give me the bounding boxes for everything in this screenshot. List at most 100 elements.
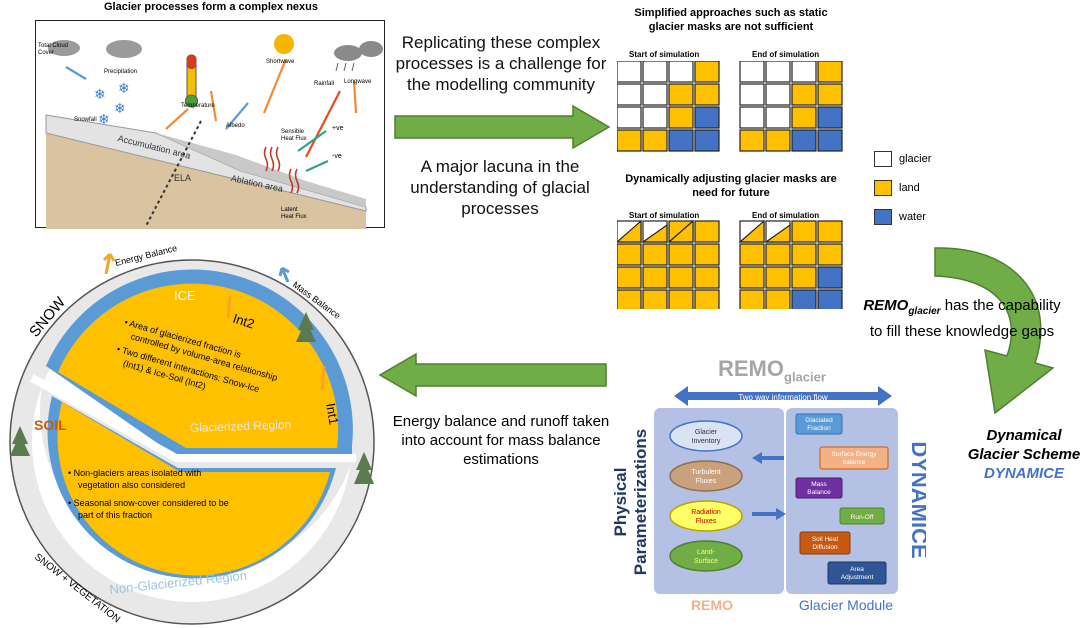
ela-line xyxy=(145,120,202,227)
curved-arrow-icon xyxy=(934,247,1055,415)
oval-label-fluxes: Fluxes xyxy=(696,478,717,485)
legend-swatch-water xyxy=(874,209,892,225)
static-grid-title: Simplified approaches such as static gla… xyxy=(634,7,828,33)
surface-energy-box xyxy=(819,446,889,470)
left-arrow-icon xyxy=(378,352,607,398)
glacier-module-label: Glacier Module xyxy=(799,597,893,613)
run-off-box xyxy=(839,507,885,525)
legend-swatch-glacier xyxy=(874,151,892,167)
land-surface-oval xyxy=(669,540,743,572)
mass-balance-box xyxy=(795,477,843,499)
static-end-label: End of simulation xyxy=(752,50,820,59)
glaciated-fraction-box xyxy=(795,413,843,435)
sun-icon xyxy=(274,34,294,54)
parameterizations-label: Parameterizations xyxy=(631,429,650,575)
inventory-arrow-icon xyxy=(752,452,784,464)
tree-icons xyxy=(10,312,374,484)
soil-bullets: • Non-glaciers areas isolated with veget… xyxy=(68,468,229,520)
box-label-runoff: Run-Off xyxy=(851,514,874,521)
static-end-grid xyxy=(739,61,843,152)
latent-heat-flux-label: Latent Heat Flux xyxy=(281,207,307,221)
cloud-icon xyxy=(106,40,142,58)
remo-capability-text: REMOglacier has the capability to fill t… xyxy=(862,296,1062,342)
total-cloud-cover-label: Total Cloud Cover xyxy=(38,43,68,57)
physical-label: Physical xyxy=(611,468,630,537)
svg-text:❄: ❄ xyxy=(118,80,130,96)
static-start-label: Start of simulation xyxy=(629,50,700,59)
temperature-label: Temperature xyxy=(181,103,215,109)
glacier-inventory-oval xyxy=(669,420,743,452)
fraction-circle-diagram: Energy Balance Mass Balance SNOW ICE Int… xyxy=(9,246,375,625)
cloud-icon xyxy=(48,40,80,56)
scheme-label: Dynamical Glacier Scheme DYNAMICE xyxy=(964,426,1084,483)
glacier-processes-illustration: ❄❄❄ ❄ xyxy=(45,34,383,229)
int1-label: Int1 xyxy=(323,402,342,426)
oval-label-turbulent: Turbulent xyxy=(691,469,720,476)
lacuna-text: A major lacuna in the understanding of g… xyxy=(410,157,590,218)
cloud-icon xyxy=(359,41,383,57)
dynamic-end-grid xyxy=(738,219,843,309)
box-label-soil-heat: Soil Heat xyxy=(812,536,839,543)
total-cloud-label-line1: Total Cloud xyxy=(38,43,69,49)
box-label-adjustment: Adjustment xyxy=(841,574,874,581)
dynamic-start-label: Start of simulation xyxy=(629,211,700,220)
box-label-glaciated: Glaciated xyxy=(805,417,833,424)
dynamic-end-label: End of simulation xyxy=(752,211,820,220)
box-label-fraction: Fraction xyxy=(807,425,831,432)
snowflake-icons: ❄❄❄ ❄ xyxy=(94,80,130,127)
soil-bullet-1-a: • Non-glaciers areas isolated with xyxy=(68,468,201,478)
remo-glacier-title: REMOglacier xyxy=(718,356,826,384)
region-divider xyxy=(30,374,356,462)
radiation-fluxes-oval xyxy=(669,500,743,532)
energy-runoff-text: Energy balance and runoff taken into acc… xyxy=(392,413,610,468)
box-label-mass-balance: Balance xyxy=(807,489,831,496)
plus-ve-label: +ve xyxy=(332,125,344,132)
right-arrow-icon xyxy=(394,104,611,150)
remo-bottom-label: REMO xyxy=(691,597,733,613)
arrow xyxy=(65,66,87,80)
box-label-surface: Surface Energy xyxy=(832,451,878,458)
glacier-processes-panel: ❄❄❄ ❄ xyxy=(35,1,385,229)
turbulent-fluxes-oval xyxy=(669,460,743,492)
int2-label: Int2 xyxy=(231,311,256,332)
mask-grids xyxy=(617,61,843,309)
ablation-layer xyxy=(156,133,366,207)
scheme-line1: Dynamical xyxy=(986,427,1062,444)
albedo-label: Albedo xyxy=(226,123,245,129)
static-start-grid xyxy=(617,61,720,152)
svg-text:❄: ❄ xyxy=(114,100,126,116)
remo-title-sub: glacier xyxy=(784,369,826,385)
total-cloud-label-line2: Cover xyxy=(38,50,55,56)
remo-caption-sub: glacier xyxy=(908,306,941,317)
oval-label-glacier: Glacier xyxy=(695,429,718,436)
oval-label-land: Land- xyxy=(697,549,716,556)
minus-ve-label: -ve xyxy=(332,153,342,160)
legend-item-glacier: glacier xyxy=(874,150,931,168)
dynamic-grid-title: Dynamically adjusting glacier masks are … xyxy=(625,173,837,199)
oval-label-radiation: Radiation xyxy=(691,509,721,516)
dynamic-start-grid xyxy=(617,219,720,309)
info-flow-label: Two way information flow xyxy=(738,393,828,402)
remo-caption-name: REMO xyxy=(863,297,909,314)
two-way-arrow-icon xyxy=(674,386,892,406)
replicating-text: Replicating these complex processes is a… xyxy=(395,33,607,94)
ela-label: ELA xyxy=(174,173,192,183)
dynamice-vertical-label: DYNAMICE xyxy=(907,441,926,558)
box-label-area: Area xyxy=(850,566,864,573)
legend-label-water: water xyxy=(899,211,926,223)
legend: glacier land water xyxy=(874,150,931,226)
soil-heat-box xyxy=(799,531,851,555)
oval-label-fluxes2: Fluxes xyxy=(696,518,717,525)
non-glacierized-region xyxy=(57,402,330,576)
legend-item-water: water xyxy=(874,208,931,226)
latent-line2: Heat Flux xyxy=(281,214,307,220)
cloud-icon xyxy=(334,45,362,61)
remo-title: REMO xyxy=(718,356,784,381)
latent-line1: Latent xyxy=(281,207,298,213)
soil-bullet-2-b: part of this fraction xyxy=(78,510,152,520)
glacierized-region-label: Glacierized Region xyxy=(190,417,292,435)
sensible-line2: Heat Flux xyxy=(281,136,307,142)
sensible-heat-flux-label: Sensible Heat Flux xyxy=(281,129,307,143)
snowfall-label: Snowfall xyxy=(74,117,97,123)
ground-shape xyxy=(46,133,366,229)
